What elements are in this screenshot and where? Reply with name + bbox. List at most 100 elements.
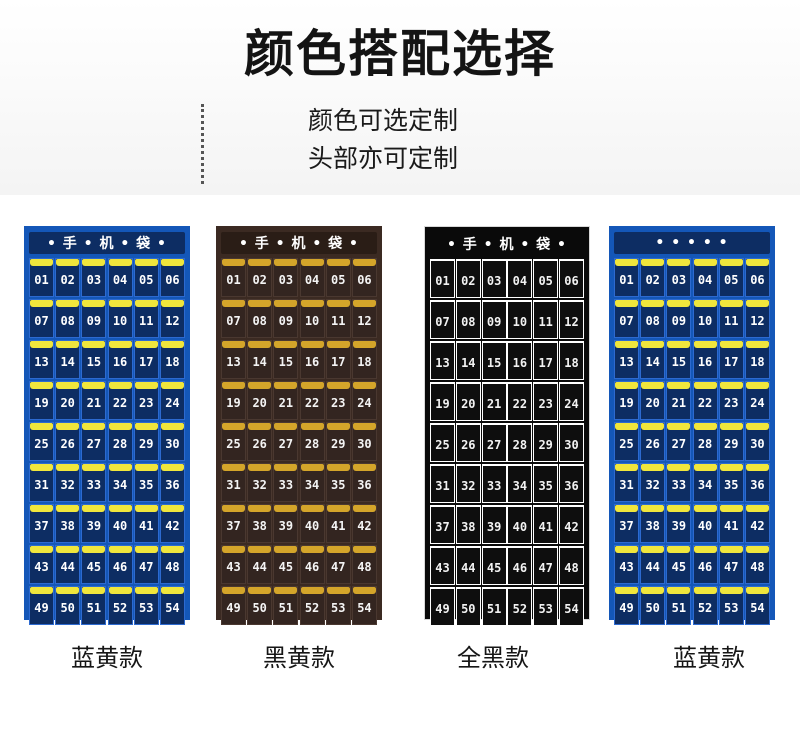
pocket: 46 <box>107 545 133 584</box>
pocket-number: 54 <box>165 600 180 615</box>
pocket-rim <box>222 341 245 348</box>
pocket-rim <box>274 423 298 430</box>
pocket: 20 <box>247 381 273 420</box>
pocket: 28 <box>299 422 325 461</box>
pocket-number: 27 <box>86 436 102 451</box>
caption-blue-yellow: 蓝黄款 <box>71 644 143 672</box>
pocket-number: 24 <box>564 397 579 411</box>
pocket-rim <box>615 300 638 307</box>
pocket-number: 07 <box>619 313 634 328</box>
pocket: 50 <box>640 586 666 625</box>
pocket: 53 <box>325 586 351 625</box>
pocket-rim <box>641 587 665 594</box>
pocket-rim <box>82 341 106 348</box>
pocket: 17 <box>718 340 744 379</box>
pocket: 49 <box>430 587 455 626</box>
pocket-number: 08 <box>252 313 267 328</box>
pocket-rim <box>560 302 583 309</box>
pocket-rim <box>483 302 506 309</box>
pocket: 12 <box>744 299 770 338</box>
pocket-rim <box>222 505 245 512</box>
pocket: 08 <box>455 300 481 339</box>
pocket-number: 52 <box>304 600 320 615</box>
subtitle-line-1: 颜色可选定制 <box>308 106 459 135</box>
pocket-number: 20 <box>461 397 476 411</box>
pocket: 27 <box>666 422 692 461</box>
pocket-number: 53 <box>139 600 154 615</box>
pocket-rim <box>508 302 531 309</box>
pocket-rim <box>352 587 376 594</box>
pocket: 48 <box>159 545 185 584</box>
pocket-rim <box>300 259 324 266</box>
bag-header: • 手 • 机 • 袋 • <box>221 232 377 254</box>
pocket-number: 51 <box>86 600 102 615</box>
pocket: 36 <box>159 463 185 502</box>
pocket-rim <box>82 464 106 471</box>
pocket-rim <box>134 382 158 389</box>
pocket: 38 <box>247 504 273 543</box>
pocket-rim <box>641 546 665 553</box>
pocket-number: 33 <box>278 477 294 492</box>
pocket: 38 <box>640 504 666 543</box>
pocket-number: 49 <box>226 600 241 615</box>
pocket-number: 20 <box>252 395 267 410</box>
pocket-number: 06 <box>357 272 372 287</box>
pocket-rim <box>483 261 506 268</box>
pocket-number: 28 <box>112 436 128 451</box>
pocket-rim <box>134 505 158 512</box>
pocket-rim <box>719 546 743 553</box>
pocket: 35 <box>533 464 559 503</box>
pocket: 07 <box>29 299 54 338</box>
pocket-rim <box>300 464 324 471</box>
pocket-rim <box>248 341 272 348</box>
pocket-number: 06 <box>165 272 180 287</box>
pocket: 30 <box>744 422 770 461</box>
pocket: 11 <box>718 299 744 338</box>
pocket: 04 <box>507 259 533 298</box>
pocket: 45 <box>481 546 507 585</box>
pocket: 53 <box>533 587 559 626</box>
pocket-number: 31 <box>226 477 241 492</box>
pocket: 37 <box>221 504 246 543</box>
pocket: 53 <box>718 586 744 625</box>
subtitle-line-2: 头部亦可定制 <box>308 144 459 173</box>
pocket: 05 <box>533 259 559 298</box>
pocket: 21 <box>81 381 107 420</box>
pocket-rim <box>457 343 480 350</box>
pocket: 42 <box>744 504 770 543</box>
pocket-rim <box>745 341 769 348</box>
pocket-number: 43 <box>34 559 49 574</box>
pocket: 22 <box>299 381 325 420</box>
pocket-rim <box>615 259 638 266</box>
pocket-number: 02 <box>645 272 660 287</box>
pocket-rim <box>300 546 324 553</box>
pocket: 07 <box>430 300 455 339</box>
pocket-number: 50 <box>645 600 660 615</box>
pocket-rim <box>719 505 743 512</box>
pocket-rim <box>248 546 272 553</box>
pocket: 26 <box>247 422 273 461</box>
pocket-number: 32 <box>60 477 75 492</box>
pocket: 19 <box>430 382 455 421</box>
pocket-number: 10 <box>112 313 128 328</box>
pocket: 06 <box>558 259 584 298</box>
pocket-rim <box>160 505 184 512</box>
pocket-number: 05 <box>538 274 553 288</box>
pocket: 44 <box>247 545 273 584</box>
pocket-rim <box>615 546 638 553</box>
pocket: 38 <box>455 505 481 544</box>
pocket: 14 <box>640 340 666 379</box>
pocket-number: 23 <box>139 395 154 410</box>
pocket: 23 <box>325 381 351 420</box>
pocket: 41 <box>533 505 559 544</box>
pocket: 05 <box>133 258 159 297</box>
